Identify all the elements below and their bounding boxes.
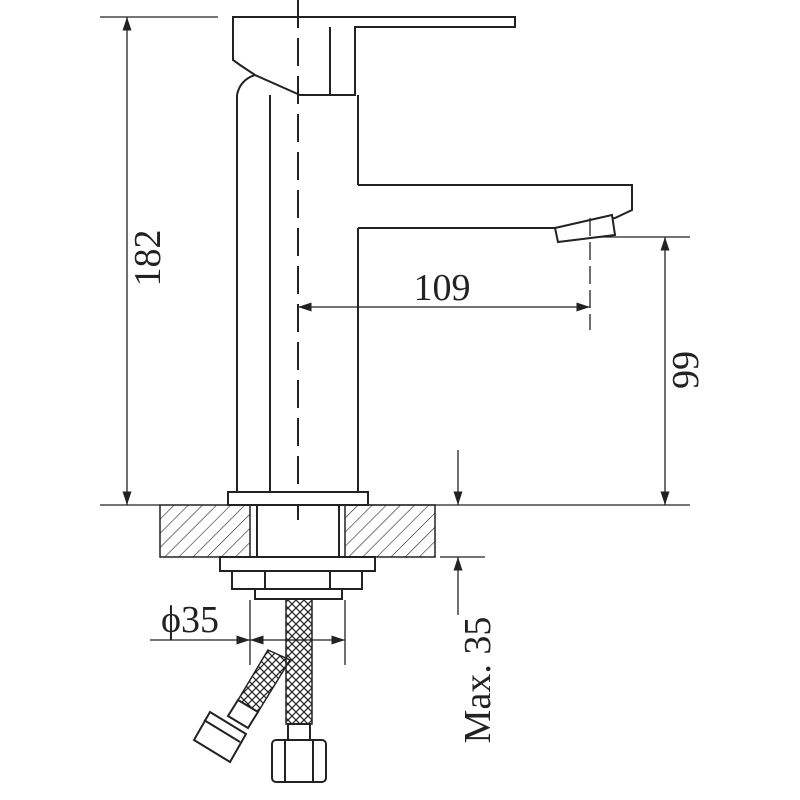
supply-hoses xyxy=(192,598,327,783)
height-dimension: 182 xyxy=(100,16,218,506)
reach-dimension: 109 xyxy=(298,218,591,330)
hole-diameter-label: ϕ35 xyxy=(161,599,219,641)
reach-label: 109 xyxy=(414,267,471,309)
hole-diameter-dimension: ϕ35 xyxy=(150,599,346,665)
spout-height-label: 99 xyxy=(665,351,707,389)
counter-thickness-dimension: Max. 35 xyxy=(440,450,499,743)
faucet-body xyxy=(232,16,633,492)
countertop xyxy=(159,491,436,600)
height-label: 182 xyxy=(127,230,169,287)
counter-thickness-label: Max. 35 xyxy=(457,617,499,744)
